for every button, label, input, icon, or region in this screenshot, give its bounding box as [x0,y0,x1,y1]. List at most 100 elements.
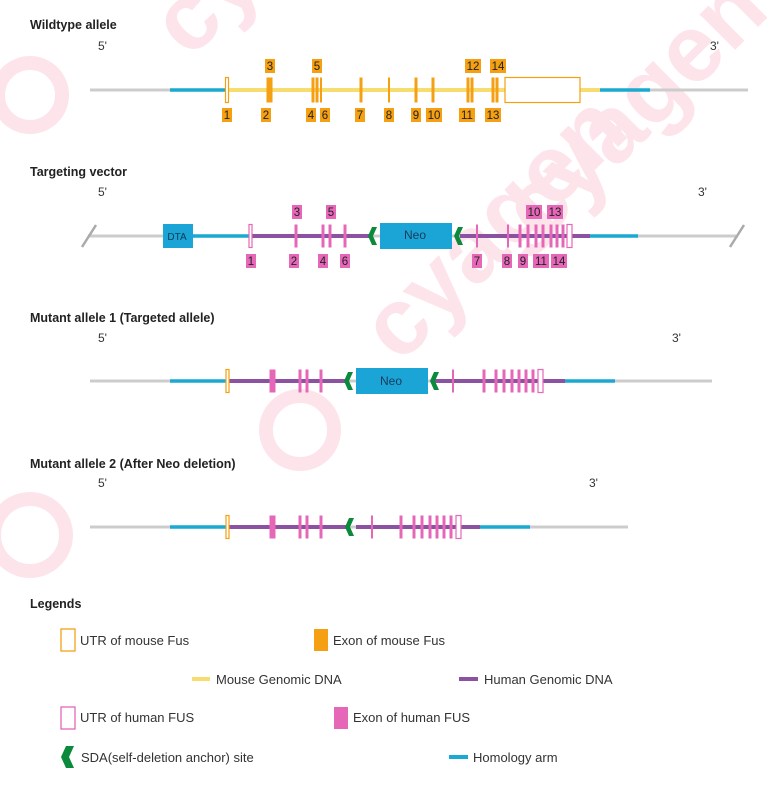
wt-bottom-box-13 [485,108,501,122]
wt-bottom-box-9 [411,108,421,122]
m2-exon-4 [319,515,323,539]
wt-bottom-box-4 [306,108,316,122]
mutant2-3prime: 3' [589,476,598,490]
wt-utr-5 [224,76,230,104]
wt-bottom-label-6: 6 [322,110,328,122]
mutant1-neo-label: Neo [380,374,402,388]
watermark-logo-1 [0,56,69,134]
m1-exon-12 [531,369,535,393]
m2-exon-8 [420,515,424,539]
legend-swatch-utr-human [60,706,76,730]
wt-exon-6 [388,77,390,103]
m1-exon-3 [305,369,309,393]
wt-exon-4 [320,77,322,103]
wt-bottom-label-11: 11 [461,110,473,122]
tv-bottom-label-14: 14 [553,256,566,268]
tv-bottom-box-9 [518,254,528,268]
mutant1-title: Mutant allele 1 (Targeted allele) [30,311,215,325]
tv-bottom-box-4 [318,254,328,268]
wt-exon-3 [315,77,319,103]
tv-top-label-10: 10 [528,207,541,219]
tv-exon-10 [549,224,553,248]
wt-bottom-label-4: 4 [308,110,315,122]
wt-top-box-14 [490,59,506,73]
watermark: cyagencyagencyagen [0,0,781,578]
mutant1-3prime: 3' [672,331,681,345]
wt-top-box-3 [265,59,275,73]
tv-bottom-label-6: 6 [342,256,348,268]
mutant2-5prime: 5' [98,476,107,490]
wt-bottom-label-8: 8 [386,110,392,122]
m1-exon-1 [272,369,276,393]
watermark-logo-2 [259,389,341,471]
wt-exon-12 [495,77,499,103]
m1-exon-0 [269,369,273,393]
wt-exon-11 [491,77,495,103]
wildtype-title: Wildtype allele [30,18,117,32]
tv-neo-box [380,223,452,249]
m1-exon-5 [452,369,454,393]
tv-exon-2 [328,224,332,248]
vector-title: Targeting vector [30,165,127,179]
m1-exon-4 [319,369,323,393]
wt-bottom-box-7 [355,108,365,122]
m1-exon-11 [524,369,528,393]
wt-top-label-12: 12 [467,61,480,73]
wt-bottom-box-2 [261,108,271,122]
m1-utr-5 [225,368,230,394]
tv-exon-8 [534,224,538,248]
m2-exon-5 [371,515,373,539]
tv-dta-box [163,224,193,248]
wt-bottom-label-1: 1 [224,110,230,122]
legend-exon-human: Exon of human FUS [353,710,470,725]
tv-bottom-box-14 [551,254,567,268]
wt-bottom-label-7: 7 [357,110,363,122]
m2-utr-3 [455,514,462,540]
tv-bottom-box-6 [340,254,350,268]
vector-neo-label: Neo [404,228,426,242]
wt-exon-2 [311,77,315,103]
m1-utr-3 [537,368,544,394]
mutant2-title: Mutant allele 2 (After Neo deletion) [30,457,236,471]
tv-exon-9 [541,224,545,248]
m1-exon-8 [502,369,506,393]
wt-bottom-label-10: 10 [428,110,441,122]
tv-bottom-box-11 [533,254,549,268]
m2-exon-1 [272,515,276,539]
tv-top-box-3 [292,205,302,219]
tv-bottom-label-7: 7 [474,256,480,268]
mutant1-5prime: 5' [98,331,107,345]
m2-exon-12 [449,515,453,539]
legend-sda: SDA(self-deletion anchor) site [81,750,254,765]
wt-bottom-label-13: 13 [487,110,500,122]
legend-title: Legends [30,597,81,611]
wt-bottom-label-2: 2 [263,110,269,122]
tv-exon-11 [555,224,559,248]
vector-track [80,223,746,249]
tv-break-right [728,224,746,248]
tv-top-label-3: 3 [294,207,300,219]
legend-swatch-exon-mouse [314,629,328,651]
tv-bottom-label-4: 4 [320,256,327,268]
legend-human-dna: Human Genomic DNA [484,672,613,687]
wt-bottom-box-10 [426,108,442,122]
watermark-logo-3 [0,492,73,578]
mutant1-track [90,368,712,394]
tv-top-label-13: 13 [549,207,562,219]
wt-exon-10 [470,77,474,103]
m2-utr-5 [225,514,230,540]
tv-exon-1 [321,224,325,248]
watermark-text-0: cyagen [130,0,436,75]
wt-top-box-5 [312,59,322,73]
tv-bottom-box-2 [289,254,299,268]
legend-swatch-sda [61,746,74,768]
legend-utr-mouse: UTR of mouse Fus [80,633,190,648]
m1-sda-right [430,372,439,390]
tv-break-left [80,224,98,248]
wt-top-label-5: 5 [314,61,320,73]
wt-bottom-box-1 [222,108,232,122]
